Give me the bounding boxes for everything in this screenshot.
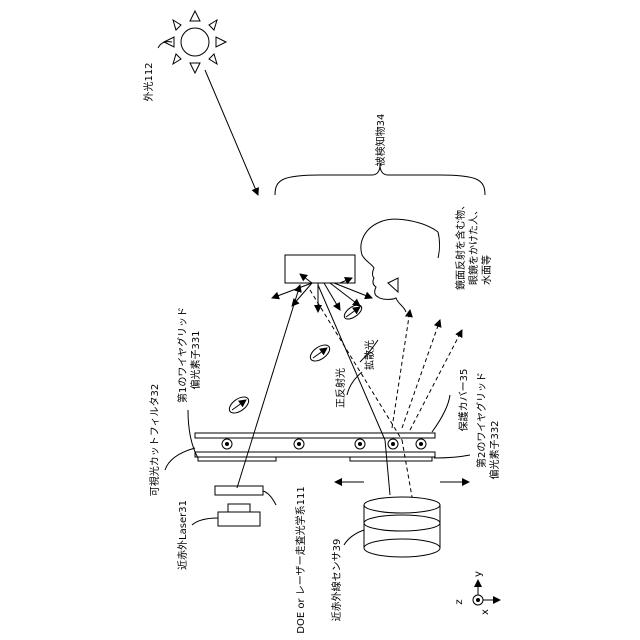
specular-leader — [347, 372, 362, 395]
specular-beam-to-sensor — [385, 440, 390, 495]
object-brace — [275, 165, 485, 195]
axis-x-label: x — [480, 609, 491, 615]
doe-label: DOE or レーザー走査光学系111 — [294, 486, 307, 633]
sensor-leader — [344, 530, 364, 545]
filter-label: 可視光カットフィルタ32 — [148, 384, 161, 497]
axis-z-label: z — [454, 599, 465, 604]
wire2-label-2: 偏光素子332 — [488, 420, 501, 479]
laser-emitter — [228, 504, 250, 512]
object-desc-3: 水面等 — [480, 255, 493, 285]
protective-cover — [195, 433, 435, 457]
incident-beam — [237, 285, 300, 488]
diffuse-beams — [310, 290, 462, 497]
axis-indicator — [473, 580, 500, 605]
external-light-label: 外光112 — [142, 62, 155, 101]
polarization-dots — [222, 439, 426, 449]
object-desc-1: 鏡面反射を含む物、 — [454, 200, 467, 290]
object-label: 被検知物34 — [374, 114, 387, 167]
wire2-leader — [434, 455, 470, 458]
wire1-label-1: 第1のワイヤグリッド — [176, 307, 189, 403]
glasses-icon — [388, 278, 398, 292]
person-head — [361, 219, 438, 312]
cover-leader — [432, 395, 450, 432]
laser-label: 近赤外Laser31 — [176, 500, 189, 570]
wire-grid-polarizers — [198, 457, 432, 461]
specular-label: 正反射光 — [334, 368, 347, 408]
axis-y-label: y — [473, 571, 484, 577]
person-neck — [438, 232, 440, 258]
wire1-label-2: 偏光素子331 — [189, 330, 202, 389]
doe-block — [215, 486, 263, 495]
wire2-label-1: 第2のワイヤグリッド — [475, 372, 488, 468]
filter-leader — [165, 448, 195, 470]
cover-label: 保護カバー35 — [457, 369, 470, 432]
wire1-leader — [188, 410, 198, 458]
object-block — [285, 255, 355, 283]
laser-block — [218, 512, 260, 526]
sensor-label: 近赤外線センサ39 — [330, 539, 343, 622]
object-desc-2: 眼鏡をかけた人、 — [467, 205, 480, 285]
doe-leader — [263, 491, 276, 505]
diffuse-label: 拡散光 — [363, 340, 376, 370]
laser-leader — [192, 518, 218, 525]
sensor-icon — [364, 497, 440, 557]
external-light-ray — [205, 70, 258, 195]
sun-icon — [164, 11, 226, 73]
